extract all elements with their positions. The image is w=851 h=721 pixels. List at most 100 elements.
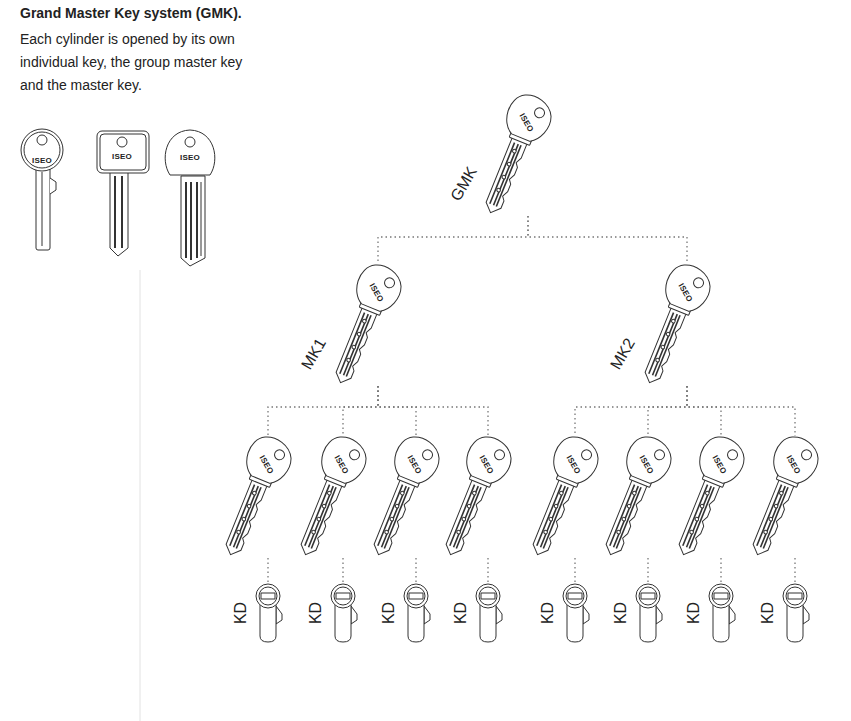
dotted-connector (415, 558, 416, 582)
key-groove (687, 486, 712, 547)
key-dimple (666, 332, 671, 337)
key-head (351, 264, 402, 316)
cylinder-badge (568, 593, 582, 599)
key-groove (649, 313, 674, 374)
cylinder-body (408, 604, 424, 642)
cylinder-node: KD (328, 582, 358, 644)
key-dimple (247, 504, 252, 509)
cylinder-plug (334, 587, 352, 605)
cylinder-figure (709, 584, 735, 642)
key-groove (490, 143, 515, 204)
description-text: Each cylinder is opened by its own indiv… (20, 28, 260, 97)
key-dimple (242, 517, 247, 522)
key-dimple (352, 345, 357, 350)
dotted-connector (378, 386, 488, 436)
key-groove (614, 486, 639, 547)
key-figure (297, 436, 367, 558)
key-dimple (472, 491, 477, 496)
key-head-rim (24, 132, 60, 168)
dotted-connector (575, 386, 687, 436)
key-groove (494, 144, 519, 205)
cylinder-body (567, 604, 583, 642)
key-dimple (549, 517, 554, 522)
key-figure (222, 436, 292, 558)
key-head (548, 436, 599, 488)
key-groove (456, 487, 481, 548)
key-node: ISEO (370, 436, 440, 558)
key-hole (692, 276, 705, 289)
key-dimple (689, 530, 694, 535)
cylinder-badge (714, 593, 728, 599)
dotted-connector (648, 386, 687, 436)
key-groove (689, 487, 714, 548)
key-blade (181, 176, 205, 266)
key-groove (541, 486, 566, 547)
key-dimple (252, 491, 257, 496)
key-level-label: MK1 (299, 336, 329, 372)
cylinder-cam (424, 606, 430, 624)
cylinder-label: KD (381, 602, 397, 624)
dotted-connector (720, 558, 721, 582)
key-groove (234, 486, 259, 547)
key-hole (37, 135, 47, 145)
dotted-connector (574, 558, 575, 582)
key-dimple (554, 504, 559, 509)
cylinder-badge (481, 593, 495, 599)
key-hole (383, 276, 396, 289)
flat-key (97, 131, 149, 256)
key-node: ISEO (529, 436, 599, 558)
cylinder-node: KD (473, 582, 503, 644)
cylinder-cam (583, 606, 589, 624)
key-groove (683, 485, 708, 546)
key-dimple (661, 345, 666, 350)
key-drawing (749, 436, 819, 558)
key-groove (114, 176, 116, 248)
key-groove (378, 485, 403, 546)
cylinder-plug (566, 587, 584, 605)
key-level-label: MK2 (608, 336, 638, 372)
key-head (389, 436, 440, 488)
key-groove (340, 313, 365, 374)
key-drawing (641, 264, 711, 386)
cylinder-body (640, 604, 656, 642)
key-drawing (482, 94, 552, 216)
cylinder-figure (636, 584, 662, 642)
key-blade (36, 166, 50, 250)
cylinder-drawing (706, 582, 736, 644)
key-head (461, 436, 512, 488)
cylinder-drawing (473, 582, 503, 644)
key-drawing (332, 264, 402, 386)
key-node: ISEO (675, 436, 745, 558)
key-hole (348, 448, 361, 461)
dotted-connector (687, 386, 721, 436)
key-dimple (346, 358, 351, 363)
key-groove (761, 486, 786, 547)
key-dimple (502, 175, 507, 180)
key-groove (757, 485, 782, 546)
cylinder-node: KD (633, 582, 663, 644)
cylinder-cam (729, 606, 735, 624)
cylinder-node: KD (780, 582, 810, 644)
key-figure (675, 436, 745, 558)
cylinder-face (404, 584, 428, 608)
cylinder-cam (656, 606, 662, 624)
key-groove (763, 487, 788, 548)
key-figure (442, 436, 512, 558)
key-head (21, 129, 63, 171)
dotted-connector (342, 558, 343, 582)
cylinder-body (713, 604, 729, 642)
key-groove (610, 485, 635, 546)
cylinder-badge (336, 593, 350, 599)
key-groove (121, 176, 123, 248)
cylinder-plug (479, 587, 497, 605)
key-hole (185, 137, 195, 147)
key-dimple (627, 504, 632, 509)
cylinder-label: KD (453, 602, 469, 624)
dotted-connector (378, 216, 528, 264)
key-groove (311, 487, 336, 548)
key-dimple (774, 504, 779, 509)
key-node: ISEO (442, 436, 512, 558)
cylinder-plug (712, 587, 730, 605)
cylinder-face (709, 584, 733, 608)
cylinder-figure (476, 584, 502, 642)
